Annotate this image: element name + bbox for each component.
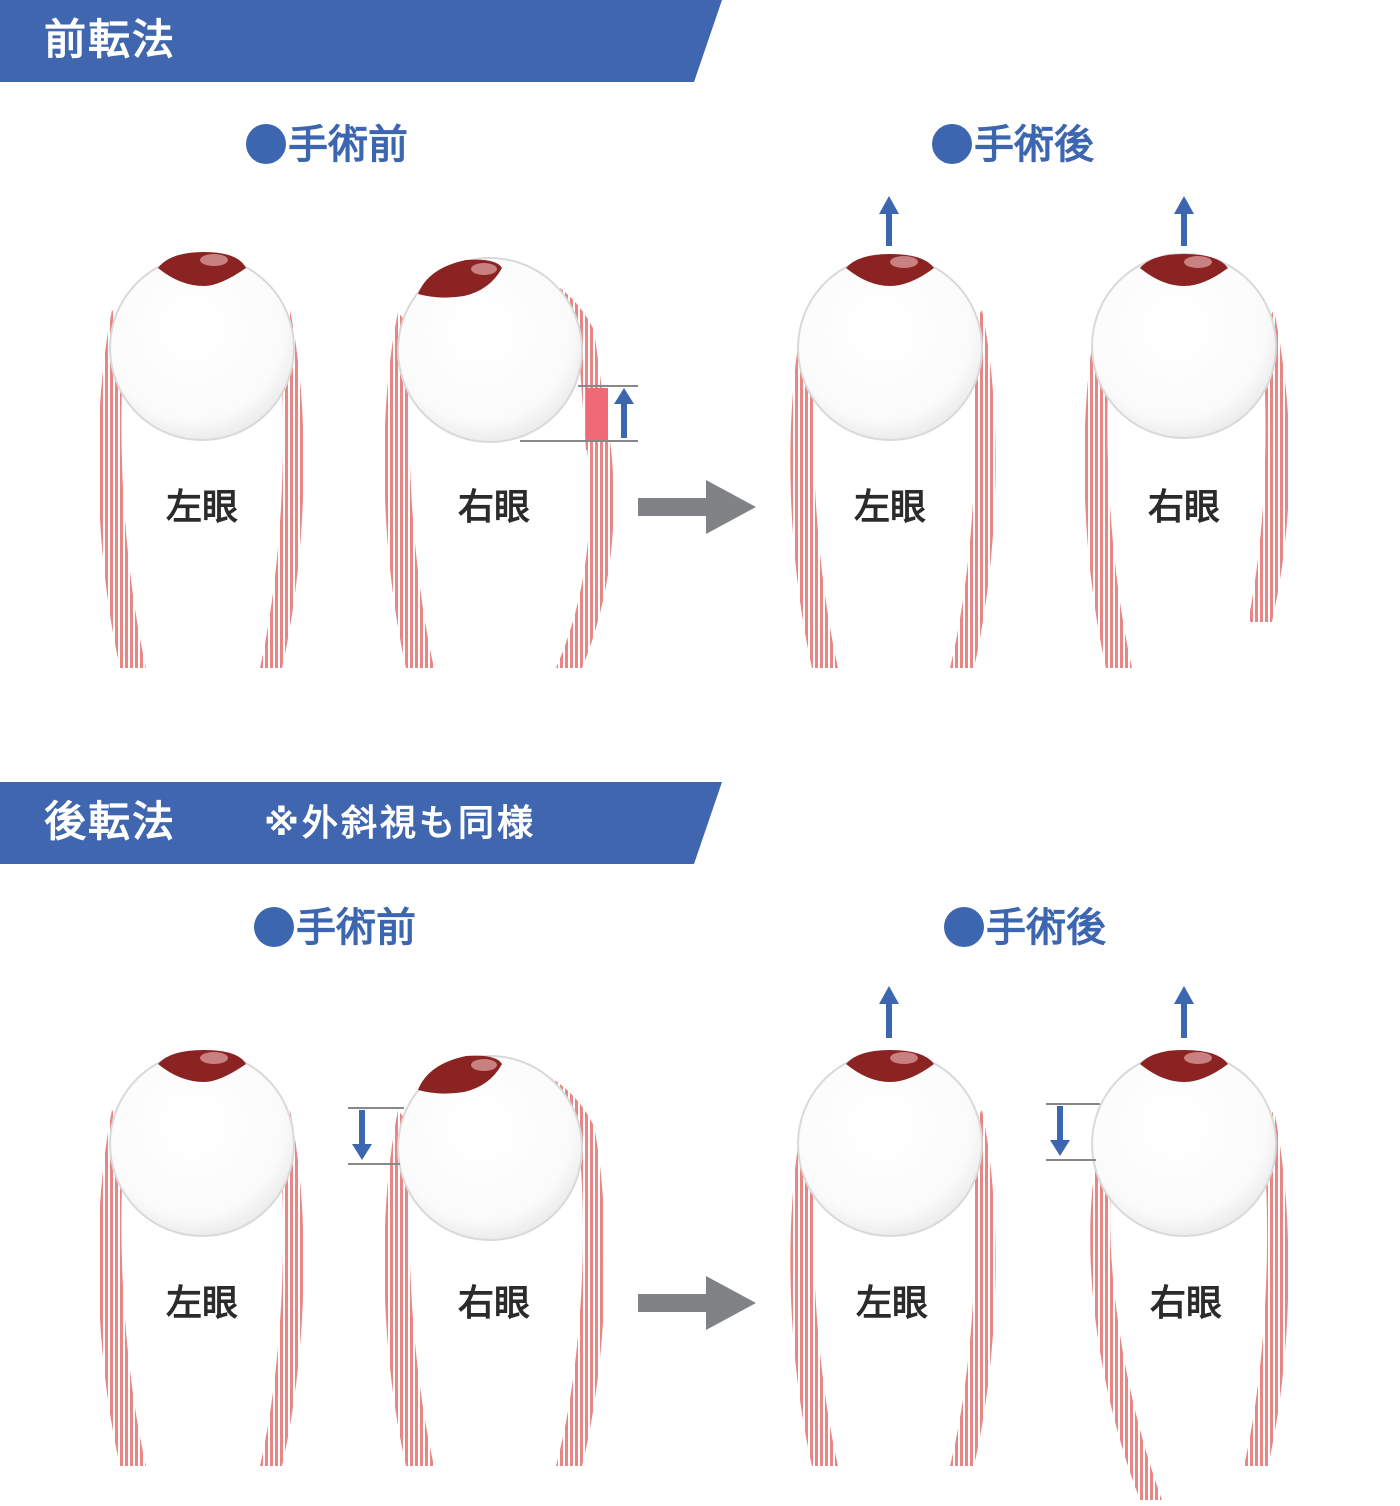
bullet-dot-icon	[246, 124, 286, 164]
bullet-dot-icon	[944, 907, 984, 947]
bullet-dot-icon	[932, 124, 972, 164]
muscle-right-lower	[556, 440, 614, 668]
gray-right-arrow-icon	[638, 480, 756, 534]
phase-text: 手術後	[986, 905, 1106, 951]
eye-right-after	[1046, 986, 1289, 1500]
gray-right-arrow-icon	[638, 1276, 756, 1330]
muscle-left	[98, 310, 146, 668]
eye-left-before	[98, 1050, 304, 1466]
eye-right-before	[348, 1055, 606, 1466]
muscle-right	[1244, 1110, 1289, 1466]
phase-before-label: 手術前	[254, 903, 416, 953]
eye-left-before	[98, 252, 304, 668]
phase-before-label: 手術前	[246, 120, 408, 170]
phase-text: 手術前	[288, 122, 408, 168]
section-title: 前転法	[44, 15, 177, 64]
muscle-left	[1090, 1160, 1162, 1500]
blue-down-arrow-icon	[352, 1110, 372, 1160]
muscle-right	[1248, 310, 1290, 622]
blue-up-arrow-icon	[879, 196, 899, 246]
phase-text: 手術後	[974, 122, 1094, 168]
muscle-right	[260, 1110, 304, 1466]
phase-after-label: 手術後	[932, 120, 1094, 170]
muscle-left	[384, 1110, 434, 1466]
muscle-left	[384, 312, 434, 668]
eye-label-right: 右眼	[1149, 1283, 1222, 1324]
phase-text: 手術前	[296, 905, 416, 951]
bullet-dot-icon	[254, 907, 294, 947]
blue-up-arrow-icon	[614, 388, 634, 438]
blue-up-arrow-icon	[1174, 196, 1194, 246]
muscle-right	[950, 1110, 996, 1466]
muscle-left	[790, 1110, 838, 1466]
eye-label-left: 左眼	[855, 1283, 928, 1324]
section-note: ※外斜視も同様	[264, 803, 536, 844]
eye-label-left: 左眼	[853, 487, 926, 528]
muscle-right	[950, 310, 996, 668]
muscle-right	[260, 310, 304, 668]
eye-label-right: 右眼	[1147, 487, 1220, 528]
eye-right-before	[384, 257, 638, 668]
banner-shape	[0, 782, 722, 864]
eye-right-after	[1084, 196, 1290, 668]
phase-after-label: 手術後	[944, 903, 1106, 953]
banner-shape	[0, 0, 722, 82]
eye-left-after	[790, 986, 996, 1466]
eye-label-right: 右眼	[457, 1283, 530, 1324]
eye-left-after	[790, 196, 996, 668]
muscle-left	[98, 1110, 146, 1466]
advanced-muscle-segment	[586, 388, 608, 440]
eye-label-left: 左眼	[165, 1283, 238, 1324]
section-title: 後転法	[44, 797, 177, 846]
eye-label-right: 右眼	[457, 487, 530, 528]
muscle-left	[1084, 310, 1132, 668]
muscle-top-wrap	[470, 262, 610, 450]
muscle-left	[790, 310, 838, 668]
eye-label-left: 左眼	[165, 487, 238, 528]
section-banner-2: 後転法 ※外斜視も同様	[0, 782, 1400, 864]
blue-down-arrow-icon	[1050, 1106, 1070, 1156]
section-banner-1: 前転法	[0, 0, 1400, 82]
blue-up-arrow-icon	[879, 986, 899, 1038]
blue-up-arrow-icon	[1174, 986, 1194, 1038]
